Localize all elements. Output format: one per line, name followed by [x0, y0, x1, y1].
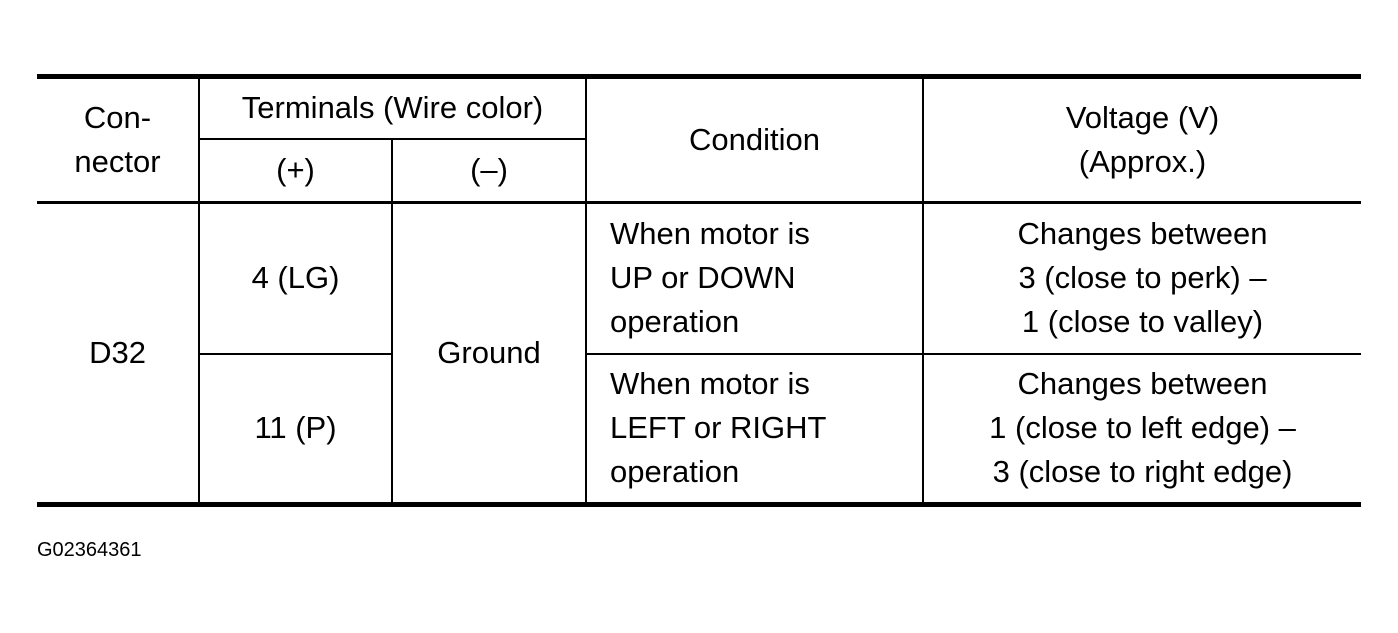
condition-line: When motor is	[610, 216, 810, 252]
header-voltage-line-1: Voltage (V)	[1065, 100, 1220, 135]
condition-cell: When motor is LEFT or RIGHT operation	[586, 353, 925, 505]
header-connector-line-2: nector	[74, 144, 161, 179]
voltage-line: Changes between	[1017, 366, 1268, 402]
header-terminals: Terminals (Wire color)	[199, 76, 588, 140]
voltage-line: 1 (close to valley)	[1021, 304, 1264, 340]
voltage-cell: Changes between 3 (close to perk) – 1 (c…	[923, 202, 1362, 355]
header-voltage: Voltage (V) (Approx.)	[923, 76, 1362, 204]
condition-line: UP or DOWN	[610, 260, 796, 296]
figure-id: G02364361	[37, 539, 142, 561]
header-condition: Condition	[586, 76, 925, 204]
table-row: D32 4 (LG) Ground When motor is UP or DO…	[37, 202, 1362, 505]
header-terminal-minus: (–)	[392, 138, 588, 204]
condition-line: LEFT or RIGHT	[610, 410, 827, 446]
voltage-line: 3 (close to perk) –	[1018, 260, 1267, 296]
header-terminal-plus: (+)	[199, 138, 393, 204]
terminal-plus-cell: 11 (P)	[199, 353, 393, 505]
voltage-cell: Changes between 1 (close to left edge) –…	[923, 354, 1361, 505]
terminal-minus-cell: Ground	[392, 202, 588, 505]
table-row: 11 (P) When motor is LEFT or RIGHT opera…	[37, 353, 1361, 505]
terminal-plus-cell: 4 (LG)	[199, 202, 393, 355]
voltage-line: 3 (close to right edge)	[992, 454, 1293, 490]
condition-line: operation	[610, 304, 740, 340]
header-voltage-line-2: (Approx.)	[1078, 144, 1207, 179]
header-connector-line-1: Con-	[83, 100, 152, 135]
voltage-line: 1 (close to left edge) –	[989, 410, 1296, 446]
voltage-line: Changes between	[1017, 216, 1268, 252]
connector-voltage-table: Con- nector Terminals (Wire color) Condi…	[37, 74, 1362, 507]
header-connector: Con- nector	[37, 76, 200, 204]
condition-cell: When motor is UP or DOWN operation	[586, 202, 925, 355]
connector-cell: D32	[37, 202, 200, 505]
condition-line: operation	[610, 454, 740, 490]
condition-line: When motor is	[610, 366, 810, 402]
